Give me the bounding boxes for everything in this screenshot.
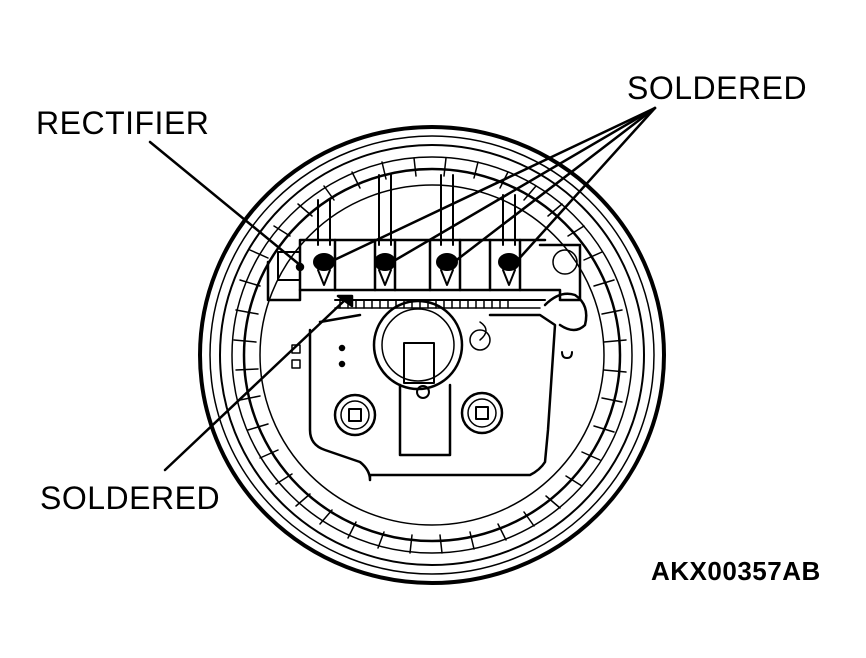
terminal-4: [498, 194, 520, 286]
rectifier-leader: [148, 140, 302, 267]
rectifier-terminals: [313, 174, 520, 286]
soldered-top-leader-4: [514, 106, 657, 264]
label-soldered-bottom: SOLDERED: [40, 480, 221, 516]
soldered-top-leader-1: [328, 106, 657, 264]
soldered-top-leader-3: [452, 106, 657, 264]
rectifier-body: [266, 238, 582, 309]
terminal-1: [313, 199, 335, 286]
terminal-3: [436, 174, 458, 286]
brush-holder: [291, 249, 588, 482]
label-soldered-top: SOLDERED: [627, 70, 808, 106]
stator-coil: [198, 125, 666, 585]
label-rectifier: RECTIFIER: [36, 105, 210, 141]
soldered-top-leader-2: [390, 106, 657, 264]
leader-lines: [148, 106, 657, 472]
figure-code: AKX00357AB: [651, 556, 821, 586]
soldered-bottom-leader: [163, 298, 347, 472]
